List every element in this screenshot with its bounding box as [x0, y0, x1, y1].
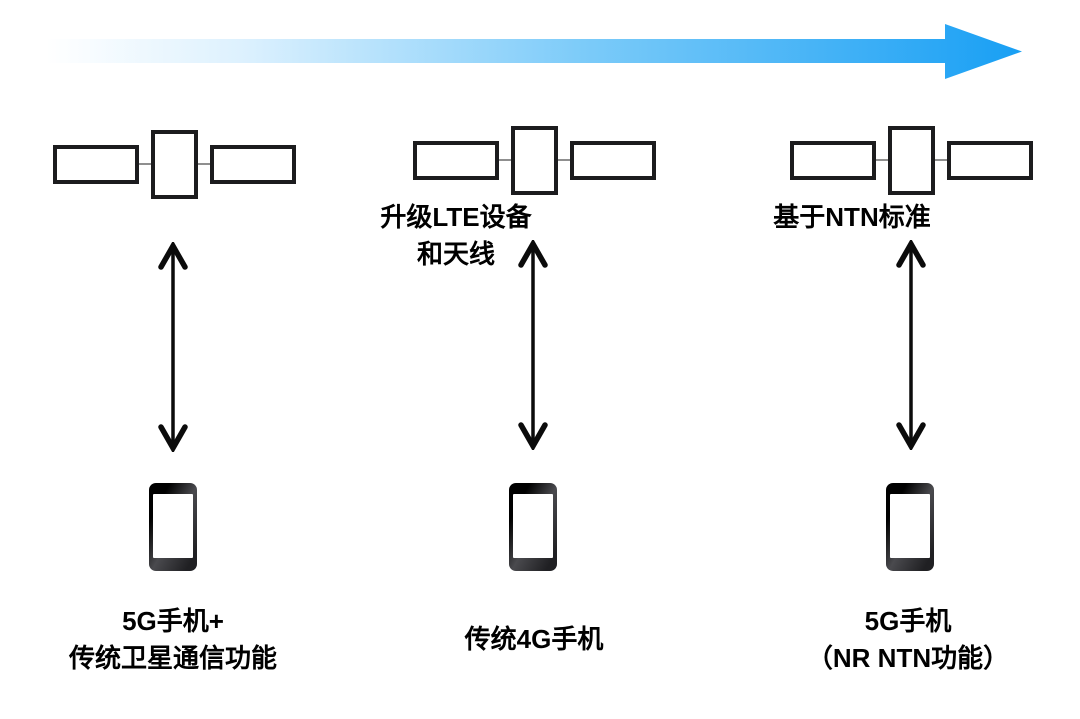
satellite-solar-panel-right [210, 144, 296, 184]
double-headed-arrow-icon [158, 242, 188, 452]
double-headed-arrow-icon [896, 240, 926, 450]
phone-label-column-2: 传统4G手机 [414, 621, 654, 658]
satellite-panel-strut [876, 159, 888, 161]
satellite-solar-panel-left [413, 140, 499, 180]
smartphone-screen [153, 494, 193, 558]
satellite-panel-strut [935, 159, 947, 161]
satellite-icon [413, 125, 656, 195]
double-headed-arrow-icon [518, 240, 548, 450]
smartphone-screen [890, 494, 930, 558]
satellite-icon [53, 129, 296, 199]
satellite-icon [790, 125, 1033, 195]
phone-label-line2: 传统卫星通信功能 [68, 643, 277, 673]
satellite-solar-panel-right [947, 140, 1033, 180]
link-label-line1: 升级LTE设备 [380, 202, 532, 232]
smartphone-icon [886, 483, 934, 571]
satellite-panel-strut [198, 163, 210, 165]
phone-label-line1: 传统4G手机 [464, 624, 604, 654]
phone-label-line1: 5G手机 [864, 606, 952, 636]
phone-label-column-3: 5G手机 （NR NTN功能） [788, 603, 1028, 677]
satellite-panel-strut [139, 163, 151, 165]
link-label-column-3: 基于NTN标准 [752, 199, 952, 236]
satellite-solar-panel-right [570, 140, 656, 180]
satellite-panel-strut [558, 159, 570, 161]
link-label-line2: 和天线 [416, 239, 495, 269]
satellite-body [511, 125, 558, 195]
phone-label-line1: 5G手机+ [122, 606, 224, 636]
smartphone-icon [149, 483, 197, 571]
smartphone-screen [513, 494, 553, 558]
satellite-body [888, 125, 935, 195]
link-label-line1: 基于NTN标准 [773, 202, 931, 232]
satellite-body [151, 129, 198, 199]
right-arrow-icon [48, 24, 1022, 79]
satellite-panel-strut [499, 159, 511, 161]
link-label-column-2: 升级LTE设备 和天线 [356, 199, 556, 273]
satellite-solar-panel-left [53, 144, 139, 184]
phone-label-line2: （NR NTN功能） [806, 643, 1010, 673]
phone-label-column-1: 5G手机+ 传统卫星通信功能 [53, 603, 293, 677]
satellite-solar-panel-left [790, 140, 876, 180]
smartphone-icon [509, 483, 557, 571]
